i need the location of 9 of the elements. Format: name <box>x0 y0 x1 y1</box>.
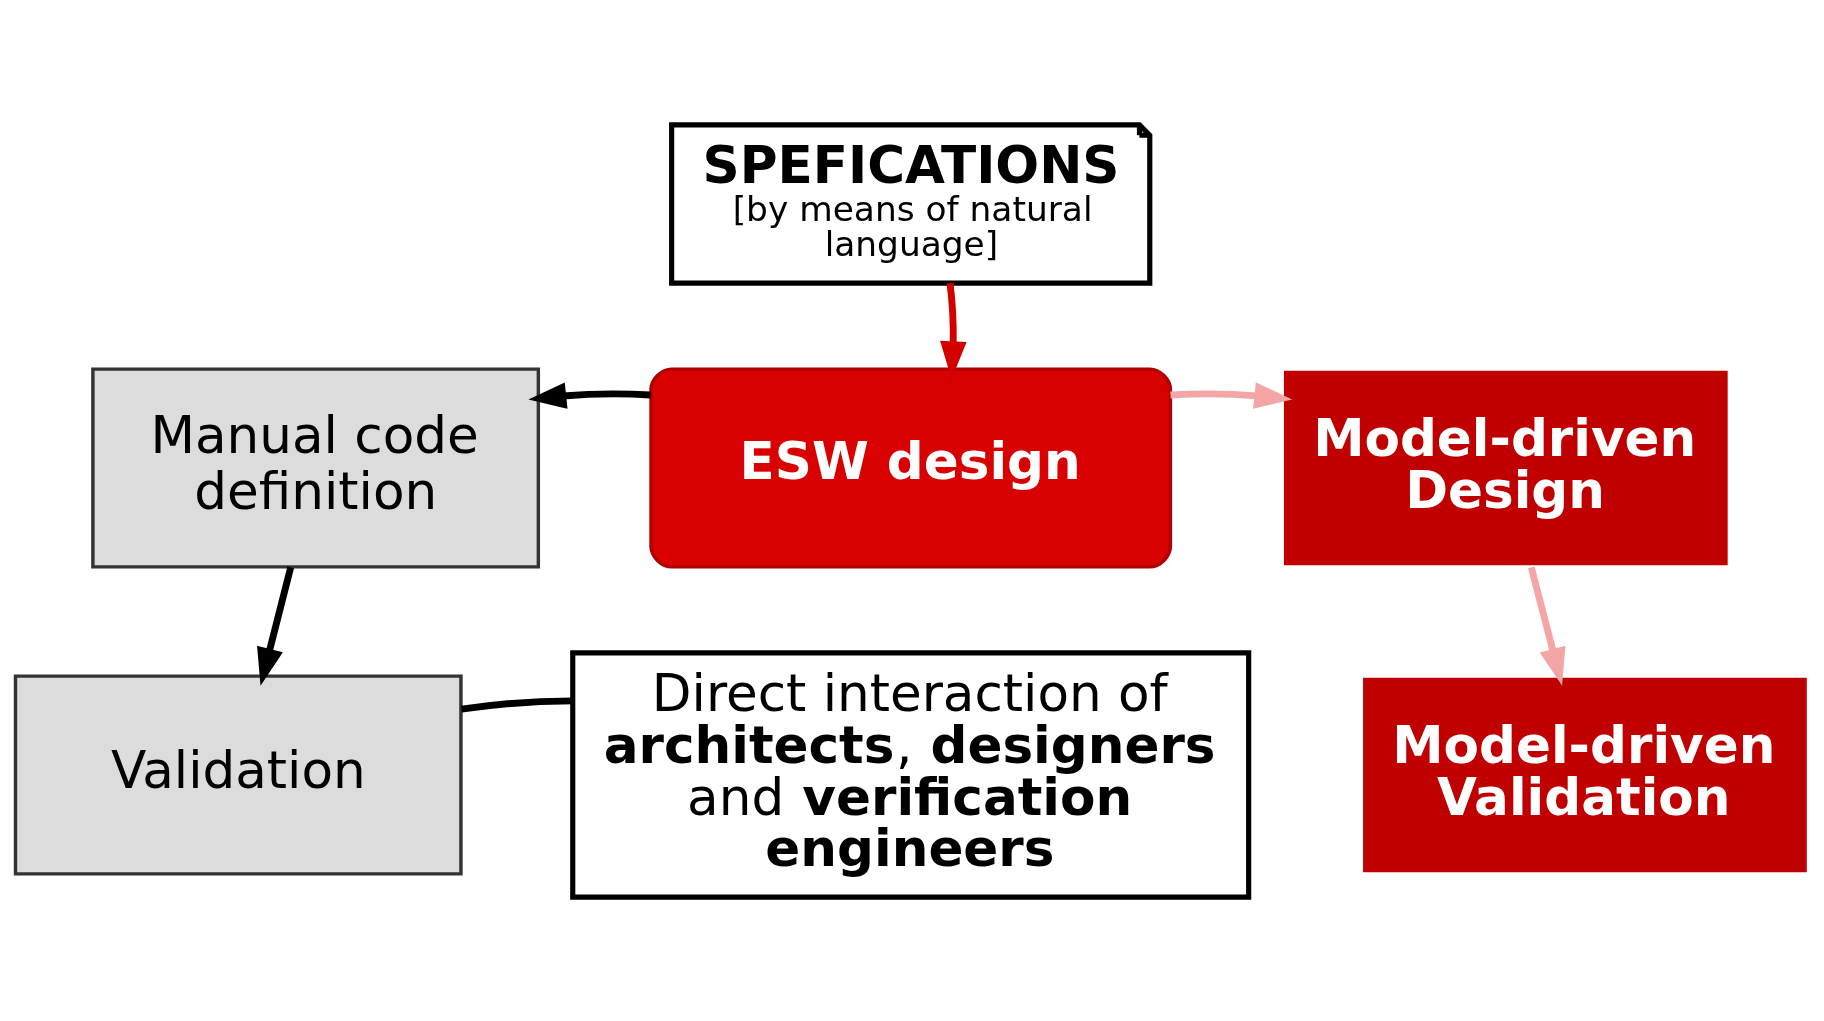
node-box: ESW design <box>649 366 1173 569</box>
node-box: Manual code definition <box>91 366 541 569</box>
arrow <box>528 381 651 409</box>
node-box: Direct interaction of architects, designers and verification engineers <box>570 649 1252 900</box>
arrow <box>1170 381 1293 409</box>
arrow <box>1527 566 1566 686</box>
node-box: Validation <box>13 673 463 876</box>
arrow <box>257 566 295 686</box>
connector <box>461 696 573 713</box>
